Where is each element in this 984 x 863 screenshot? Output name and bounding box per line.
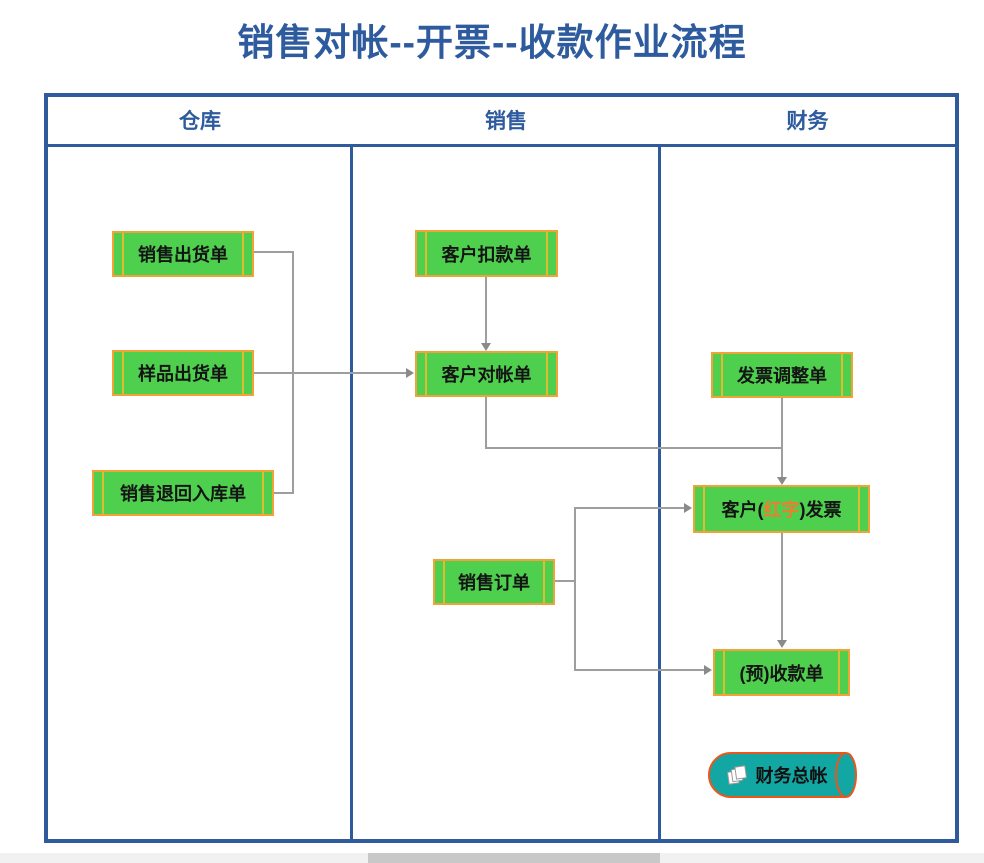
invoice-label-suffix: )发票 — [799, 500, 842, 520]
connector-line — [574, 507, 685, 509]
node-label: 销售出货单 — [138, 245, 228, 265]
connector-line — [781, 533, 783, 641]
lane-divider-2 — [658, 147, 661, 839]
arrow-right-icon — [684, 503, 692, 513]
documents-icon — [726, 765, 747, 785]
flow-node-pre-receipt: (预)收款单 — [713, 649, 850, 696]
flow-node-invoice-adjustment: 发票调整单 — [711, 352, 853, 398]
node-label: (预)收款单 — [739, 663, 824, 684]
connector-line — [485, 397, 487, 449]
node-label: 财务总帐 — [755, 766, 828, 786]
node-label: 样品出货单 — [138, 364, 228, 384]
arrow-down-icon — [481, 343, 491, 351]
flow-node-sales-order: 销售订单 — [433, 559, 555, 605]
arrow-right-icon — [406, 368, 414, 378]
flow-node-customer-statement: 客户对帐单 — [415, 351, 558, 397]
lane-divider-1 — [350, 147, 353, 839]
connector-line — [485, 447, 783, 449]
flow-node-customer-deduction: 客户扣款单 — [415, 230, 558, 277]
page-title: 销售对帐--开票--收款作业流程 — [237, 22, 747, 63]
node-label: 客户扣款单 — [441, 244, 532, 265]
cylinder-shape — [708, 752, 857, 798]
horizontal-scrollbar-thumb[interactable] — [368, 853, 660, 863]
flow-node-sales-return: 销售退回入库单 — [92, 470, 274, 516]
connector-line — [254, 372, 407, 374]
connector-line — [485, 277, 487, 344]
lane-header-warehouse: 仓库 — [179, 110, 221, 133]
connector-line — [274, 492, 294, 494]
node-label: 销售订单 — [458, 573, 530, 593]
horizontal-scrollbar-track[interactable] — [0, 853, 984, 863]
node-label: 客户(红字)发票 — [722, 496, 842, 522]
flow-node-general-ledger: 财务总帐 — [707, 751, 859, 799]
node-label: 发票调整单 — [737, 366, 827, 386]
connector-line — [574, 508, 576, 671]
connector-line — [555, 580, 576, 582]
connector-line — [781, 398, 783, 477]
invoice-label-red: 红字 — [763, 500, 800, 520]
ledger-content: 财务总帐 — [707, 751, 845, 799]
connector-line — [574, 669, 705, 671]
flow-node-sample-shipment: 样品出货单 — [112, 350, 254, 396]
arrow-down-icon — [777, 640, 787, 648]
invoice-label-prefix: 客户( — [721, 500, 764, 520]
lane-header-finance: 财务 — [786, 110, 829, 133]
node-label: 销售退回入库单 — [120, 484, 246, 504]
flow-node-sales-shipment: 销售出货单 — [112, 231, 254, 277]
arrow-down-icon — [777, 477, 787, 485]
arrow-right-icon — [704, 665, 712, 675]
lane-header-separator — [44, 144, 959, 147]
flow-node-customer-invoice: 客户(红字)发票 — [693, 485, 870, 533]
connector-line — [254, 251, 294, 253]
swimlane-frame — [44, 93, 959, 843]
lane-header-sales: 销售 — [485, 110, 527, 133]
node-label: 客户对帐单 — [441, 365, 532, 385]
